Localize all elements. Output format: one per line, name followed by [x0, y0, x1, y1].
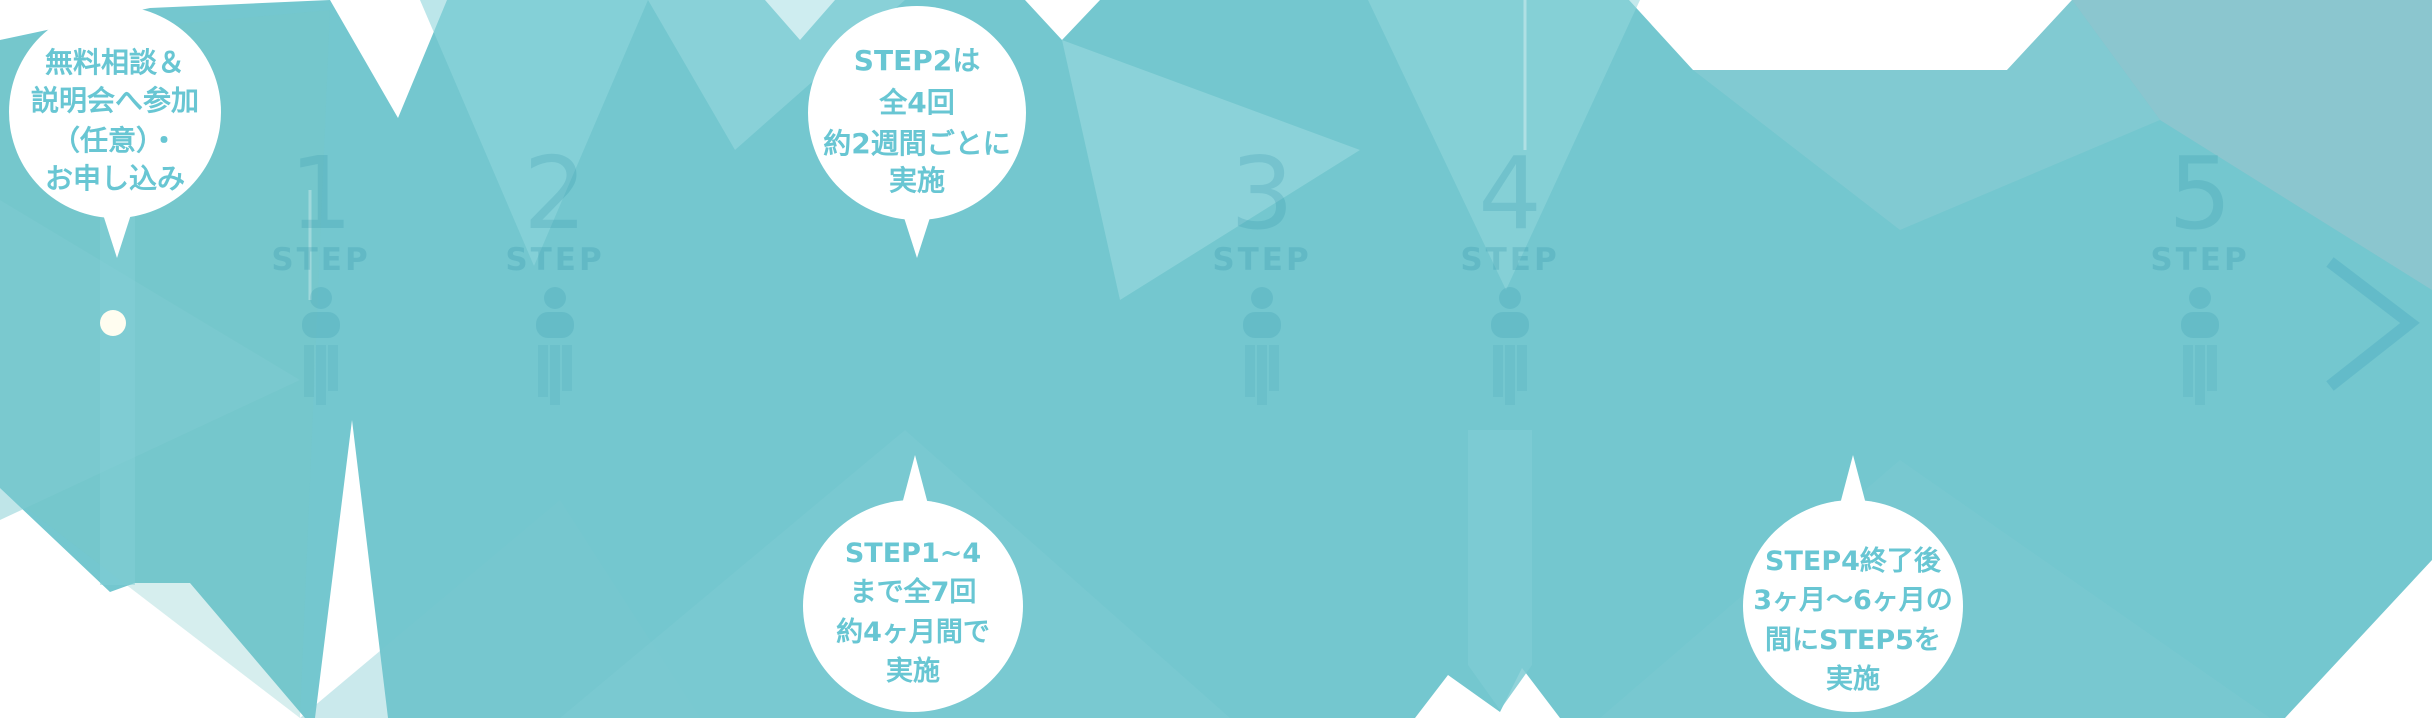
step-number: 1 [289, 135, 353, 252]
callout-text-line: まで全7回 [850, 576, 977, 608]
callout-text-line: 間にSTEP5を [1765, 625, 1941, 656]
person-icon [310, 287, 332, 309]
callout-step2-schedule: STEP2は 全4回 約2週間ごとに 実施 [808, 6, 1026, 258]
person-icon [2181, 312, 2219, 338]
callout-text-line: STEP1~4 [845, 538, 981, 569]
callout-text-line: 実施 [886, 655, 940, 687]
person-icon [1243, 312, 1281, 338]
decorative-bars [304, 345, 338, 405]
callout-step1-4-schedule: STEP1~4 まで全7回 約4ヶ月間で 実施 [803, 455, 1023, 712]
step-marker-2: 2 STEP [505, 135, 604, 405]
facet-triangle [1368, 0, 1640, 290]
step-label: STEP [1460, 242, 1559, 278]
callout-text-line: 約4ヶ月間で [836, 616, 990, 648]
person-icon [544, 287, 566, 309]
callout-text-line: お申し込み [45, 162, 185, 195]
callout-bubble [1743, 500, 1963, 712]
callout-text-line: 実施 [889, 164, 945, 197]
step-number: 2 [523, 135, 587, 252]
callout-text-line: （任意）・ [52, 124, 178, 157]
step-marker-4: 4 STEP [1460, 135, 1559, 405]
facet-triangle [420, 0, 648, 266]
callout-text-line: STEP4終了後 [1765, 545, 1942, 577]
decorative-bars [1245, 345, 1279, 405]
person-icon [2189, 287, 2211, 309]
step-markers: 1 STEP 2 STEP 3 STEP 4 [271, 135, 2249, 405]
callout-text-line: 実施 [1826, 663, 1880, 695]
step-number: 5 [2168, 135, 2232, 252]
decorative-bars [538, 345, 572, 405]
step-label: STEP [2150, 242, 2249, 278]
step-label: STEP [505, 242, 604, 278]
timeline-dot [100, 310, 126, 336]
facet-triangle [0, 200, 300, 520]
facet-polygon [1693, 0, 2160, 230]
callout-tail [1839, 455, 1867, 508]
decorative-bars [1493, 345, 1527, 405]
facet-polygon [2072, 0, 2432, 290]
callout-free-consultation: 無料相談＆ 説明会へ参加 （任意）・ お申し込み [9, 6, 221, 258]
step-number: 3 [1230, 135, 1294, 252]
callout-step4-followup: STEP4終了後 3ヶ月〜6ヶ月の 間にSTEP5を 実施 [1743, 455, 1963, 712]
facet-triangle [300, 500, 700, 718]
facet-triangle [1062, 40, 1360, 300]
callout-text-line: 全4回 [878, 86, 954, 119]
step-marker-5: 5 STEP [2150, 135, 2249, 405]
callout-tail [901, 455, 929, 508]
person-icon [1251, 287, 1273, 309]
person-icon [302, 312, 340, 338]
callout-text-line: 説明会へ参加 [31, 84, 199, 117]
callout-text-line: 無料相談＆ [45, 46, 185, 79]
arrow-chevron-icon [2326, 257, 2420, 391]
step-marker-3: 3 STEP [1212, 135, 1311, 405]
step-label: STEP [1212, 242, 1311, 278]
callout-bubble [808, 6, 1026, 220]
ribbon-shape [1468, 430, 1532, 710]
step-label: STEP [271, 242, 370, 278]
callout-bubble [9, 6, 221, 218]
person-icon [1491, 312, 1529, 338]
person-icon [1499, 287, 1521, 309]
callout-text-line: 約2週間ごとに [823, 127, 1010, 160]
callout-bubble [803, 500, 1023, 712]
step-number: 4 [1478, 135, 1542, 252]
step-marker-1: 1 STEP [271, 135, 370, 405]
callout-text-line: STEP2は [854, 44, 980, 77]
decorative-bars [2183, 345, 2217, 405]
callout-text-line: 3ヶ月〜6ヶ月の [1753, 585, 1953, 616]
person-icon [536, 312, 574, 338]
